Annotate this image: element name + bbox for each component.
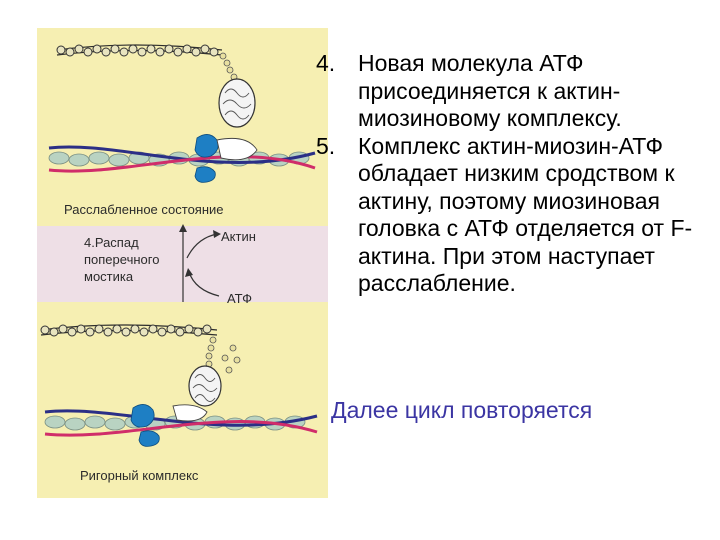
actin-label: Актин xyxy=(221,229,256,244)
relaxed-state-label: Расслабленное состояние xyxy=(64,202,224,217)
list-item-number: 4. xyxy=(316,50,336,76)
list-item-number: 5. xyxy=(316,132,336,159)
list-item: 4. Новая молекула АТФ присоединяется к а… xyxy=(300,50,712,133)
rigor-complex-label: Ригорный комплекс xyxy=(80,468,199,483)
actomyosin-cycle-figure: Расслабленное состояние 4.Распад попереч… xyxy=(37,28,328,498)
thick-filament-top xyxy=(56,44,256,128)
thin-filament-bottom xyxy=(44,404,318,447)
cycle-arrows xyxy=(179,224,221,302)
list-item: 5. Комплекс актин-миозин-АТФ обладает ни… xyxy=(300,133,712,298)
relaxed-state-panel xyxy=(37,28,328,226)
thin-filament-top xyxy=(48,134,316,183)
list-item-text: Комплекс актин-миозин-АТФ обладает низки… xyxy=(358,132,693,297)
cycle-repeat-note: Далее цикл повторяется xyxy=(331,397,593,423)
actomyosin-diagram xyxy=(40,44,318,447)
atp-label: АТФ xyxy=(227,291,253,306)
crossbridge-breakdown-label: 4.Распад поперечного мостика xyxy=(84,235,160,284)
thick-filament-bottom xyxy=(40,324,241,407)
list-item-text: Новая молекула АТФ присоединяется к акти… xyxy=(358,50,622,131)
steps-list: 4. Новая молекула АТФ присоединяется к а… xyxy=(300,50,712,298)
